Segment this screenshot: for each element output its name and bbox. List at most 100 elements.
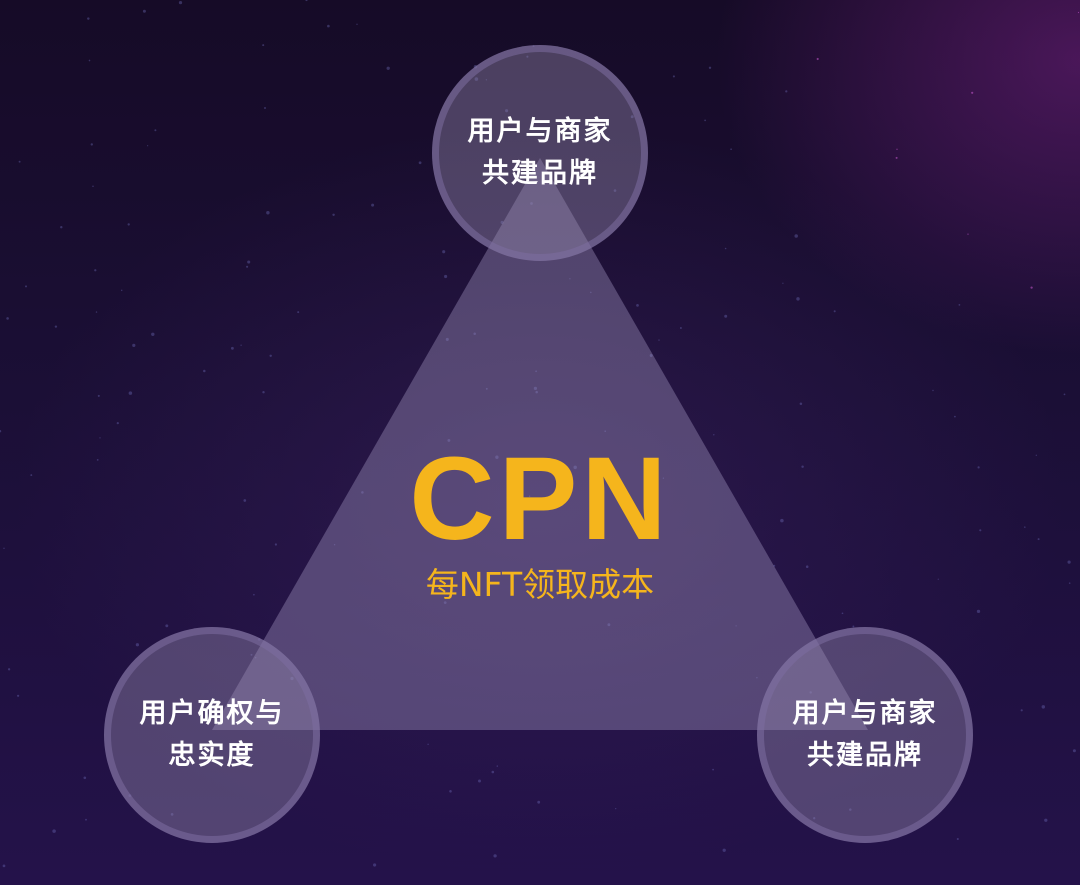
background-dot bbox=[713, 434, 715, 436]
background-dot bbox=[1063, 393, 1066, 396]
background-dot bbox=[485, 387, 488, 390]
background-dot bbox=[203, 369, 206, 373]
background-dot bbox=[83, 776, 87, 780]
background-dot bbox=[445, 337, 449, 341]
background-dot bbox=[958, 304, 961, 306]
background-dot bbox=[977, 466, 980, 469]
background-dot bbox=[535, 390, 538, 394]
background-dot bbox=[230, 346, 234, 350]
background-dot bbox=[704, 119, 706, 122]
background-dot bbox=[54, 325, 58, 328]
background-dot bbox=[246, 265, 249, 268]
background-dot bbox=[528, 495, 531, 498]
background-dot bbox=[142, 9, 146, 13]
triangle-shape bbox=[212, 158, 868, 730]
background-dot bbox=[493, 854, 497, 858]
background-dot bbox=[0, 430, 2, 433]
background-dot bbox=[722, 848, 726, 852]
background-dot bbox=[243, 499, 247, 502]
node-left: 用户确权与 忠实度 bbox=[104, 627, 320, 843]
background-dot bbox=[1041, 705, 1046, 709]
center-label: CPN 每NFT领取成本 bbox=[300, 440, 780, 606]
background-dot bbox=[604, 430, 607, 433]
background-dot bbox=[262, 390, 265, 394]
background-dot bbox=[253, 593, 255, 596]
background-dot bbox=[569, 278, 571, 280]
background-dot bbox=[533, 386, 538, 391]
node-top-line-1: 用户与商家 bbox=[467, 116, 613, 147]
background-dot bbox=[154, 129, 157, 132]
background-dot bbox=[932, 389, 934, 392]
node-left-label: 用户确权与 忠实度 bbox=[122, 693, 302, 777]
background-dot bbox=[852, 625, 855, 628]
background-dot bbox=[796, 297, 800, 301]
background-dot bbox=[979, 529, 982, 532]
background-dot bbox=[708, 66, 712, 70]
background-dot bbox=[573, 465, 577, 470]
node-left-line-1: 用户确权与 bbox=[139, 698, 285, 729]
node-top-line-2: 共建品牌 bbox=[482, 158, 598, 189]
background-dot bbox=[24, 285, 28, 288]
background-dot bbox=[658, 339, 660, 341]
background-dot bbox=[266, 211, 270, 215]
background-dot bbox=[495, 455, 499, 459]
background-dot bbox=[240, 344, 242, 346]
background-dot bbox=[127, 223, 130, 226]
background-dot bbox=[662, 477, 665, 479]
background-dot bbox=[735, 625, 737, 627]
background-dot bbox=[120, 289, 123, 292]
background-dot bbox=[535, 370, 537, 373]
background-dot bbox=[18, 160, 21, 163]
background-dot bbox=[262, 44, 265, 47]
background-dot bbox=[94, 269, 97, 272]
background-dot bbox=[598, 576, 601, 579]
background-dot bbox=[672, 75, 675, 78]
background-dot bbox=[2, 864, 6, 868]
background-dot bbox=[841, 612, 844, 615]
background-dot bbox=[756, 677, 758, 679]
background-dot bbox=[730, 148, 732, 151]
background-dot bbox=[447, 438, 451, 442]
background-dot bbox=[97, 394, 100, 397]
background-dot bbox=[956, 837, 959, 841]
background-dot bbox=[128, 391, 133, 395]
background-dot bbox=[1072, 749, 1076, 753]
background-dot bbox=[361, 491, 364, 494]
background-dot bbox=[937, 578, 939, 580]
background-dot bbox=[52, 829, 56, 833]
background-dot bbox=[332, 213, 335, 217]
node-right-label: 用户与商家 共建品牌 bbox=[775, 693, 955, 777]
background-dot bbox=[799, 402, 803, 406]
background-dot bbox=[780, 518, 784, 523]
background-dot bbox=[90, 143, 93, 146]
background-dot bbox=[1077, 11, 1080, 14]
background-dot bbox=[491, 770, 495, 774]
background-dot bbox=[356, 23, 358, 25]
background-dot bbox=[537, 800, 541, 804]
background-dot bbox=[151, 332, 155, 337]
background-dot bbox=[816, 57, 819, 61]
background-dot bbox=[247, 260, 251, 264]
background-dot bbox=[3, 547, 5, 550]
background-dot bbox=[724, 314, 728, 318]
background-dot bbox=[418, 161, 422, 165]
background-dot bbox=[649, 353, 653, 358]
background-dot bbox=[333, 544, 336, 546]
background-dot bbox=[116, 422, 119, 425]
background-dot bbox=[679, 327, 682, 329]
background-dot bbox=[801, 465, 804, 468]
background-dot bbox=[473, 332, 476, 336]
background-dot bbox=[967, 233, 969, 235]
background-dot bbox=[373, 863, 377, 867]
background-dot bbox=[443, 601, 447, 604]
background-dot bbox=[971, 91, 974, 94]
node-right-line-2: 共建品牌 bbox=[807, 740, 923, 771]
background-dot bbox=[724, 247, 727, 250]
background-dot bbox=[386, 66, 390, 70]
background-dot bbox=[88, 59, 91, 62]
background-dot bbox=[96, 459, 99, 461]
center-title: CPN bbox=[409, 433, 671, 565]
background-dot bbox=[1067, 560, 1071, 564]
node-right-line-1: 用户与商家 bbox=[792, 698, 938, 729]
